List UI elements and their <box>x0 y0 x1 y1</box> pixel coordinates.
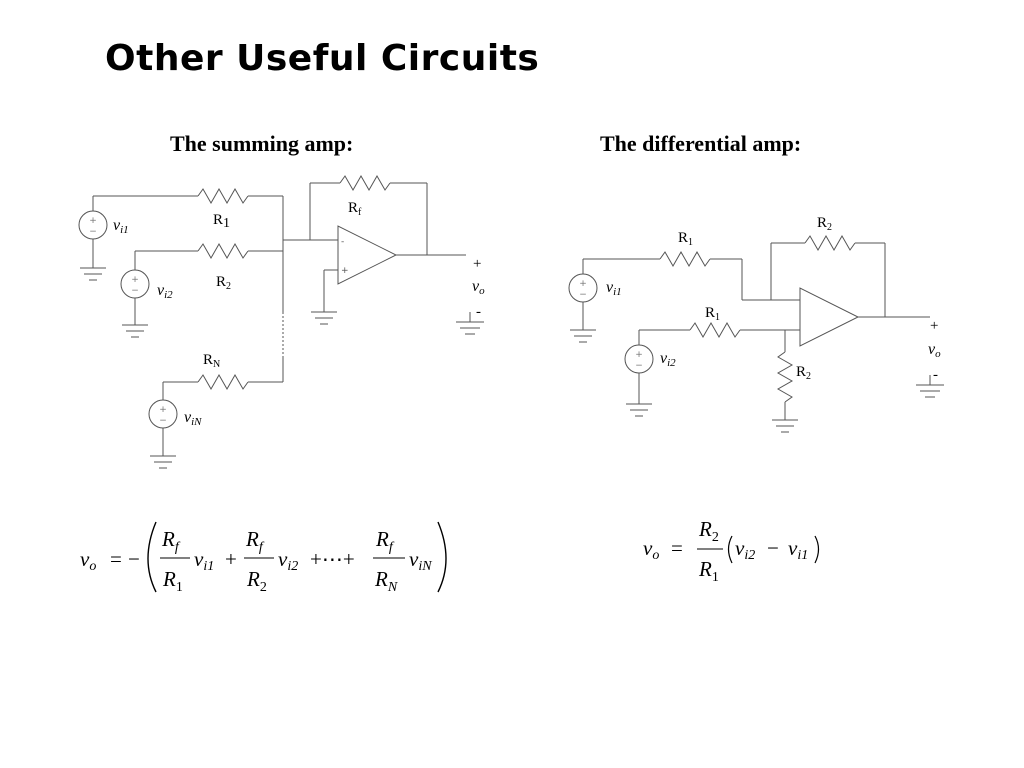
svg-text:−: − <box>635 361 643 371</box>
differential-opamp <box>799 287 860 347</box>
svg-text:+: + <box>159 405 167 415</box>
summing-label-viN: viN <box>184 409 202 428</box>
differential-amp-heading: The differential amp: <box>600 131 802 156</box>
differential-resistor-r1-bottom <box>689 321 741 339</box>
summing-amp-circuit <box>78 174 484 469</box>
summing-eq-t1-den: R1 <box>162 567 183 595</box>
summing-eq-t3-num: Rf <box>375 527 395 555</box>
differential-source-vi1 <box>568 259 598 343</box>
summing-label-rf: Rf <box>348 200 362 218</box>
differential-resistor-r1-top <box>659 250 711 268</box>
differential-eq-lhs: vo <box>643 536 659 563</box>
summing-source-vi1 <box>78 196 108 281</box>
summing-output-minus: - <box>476 304 481 320</box>
svg-text:−: − <box>159 416 167 426</box>
differential-label-r1-top: R1 <box>678 230 693 248</box>
summing-eq-t2-v: vi2 <box>278 547 298 574</box>
summing-opamp <box>337 225 398 285</box>
summing-eq-dots: +⋯+ <box>310 547 355 571</box>
differential-eq-a: vi2 <box>735 536 755 563</box>
differential-label-vi1: vi1 <box>606 279 622 298</box>
summing-eq-t2-den: R2 <box>246 567 267 595</box>
differential-eq-equals: = <box>671 536 683 560</box>
summing-eq-lhs: vo <box>80 547 96 574</box>
differential-eq-den: R1 <box>698 557 719 585</box>
summing-resistor-rn <box>197 373 249 391</box>
svg-text:+: + <box>579 279 587 289</box>
differential-eq-num: R2 <box>698 517 719 545</box>
summing-output-plus: + <box>473 256 481 272</box>
summing-eq-plus1: + <box>225 547 237 571</box>
summing-equation: vo = − Rf R1 vi1 + Rf R2 vi2 +⋯+ Rf RN v… <box>80 521 447 595</box>
differential-output-vo: vo <box>928 341 941 360</box>
summing-output-vo: vo <box>472 278 485 297</box>
slide-title: Other Useful Circuits <box>105 38 540 79</box>
summing-resistor-r2 <box>197 242 249 260</box>
summing-eq-t3-v: viN <box>409 547 432 574</box>
summing-eq-t1-num: Rf <box>161 527 181 555</box>
svg-text:−: − <box>131 286 139 296</box>
differential-output-plus: + <box>930 318 938 334</box>
svg-text:−: − <box>89 227 97 237</box>
differential-resistor-r2-bottom <box>776 351 794 403</box>
summing-opamp-plus: + <box>341 266 349 276</box>
summing-resistor-rf <box>339 174 391 192</box>
differential-eq-minus: − <box>767 536 779 560</box>
svg-text:−: − <box>579 290 587 300</box>
svg-text:+: + <box>131 275 139 285</box>
summing-label-r2: R2 <box>216 274 231 292</box>
svg-text:+: + <box>635 350 643 360</box>
summing-source-viN <box>148 382 178 469</box>
differential-resistor-r2-top <box>804 234 856 252</box>
summing-eq-t1-v: vi1 <box>194 547 214 574</box>
differential-equation: vo = R2 R1 vi2 − vi1 <box>643 517 820 585</box>
summing-eq-t2-num: Rf <box>245 527 265 555</box>
differential-label-r2-bottom: R2 <box>796 364 811 382</box>
summing-eq-t3-den: RN <box>374 567 398 595</box>
summing-source-vi2 <box>120 251 150 338</box>
summing-resistor-r1 <box>197 187 249 205</box>
differential-amp-circuit <box>568 234 944 433</box>
summing-label-vi2: vi2 <box>157 282 173 301</box>
summing-opamp-minus: - <box>341 237 344 247</box>
differential-label-r2-top: R2 <box>817 215 832 233</box>
summing-label-r1: R1 <box>213 212 230 231</box>
summing-label-rn: RN <box>203 352 220 370</box>
summing-label-vi1: vi1 <box>113 217 129 236</box>
differential-label-vi2: vi2 <box>660 350 676 369</box>
summing-eq-negate: − <box>128 547 140 571</box>
differential-eq-b: vi1 <box>788 536 808 563</box>
differential-output-minus: - <box>933 367 938 383</box>
svg-text:+: + <box>89 216 97 226</box>
summing-eq-equals: = <box>110 547 122 571</box>
differential-label-r1-bottom: R1 <box>705 305 720 323</box>
summing-amp-heading: The summing amp: <box>170 131 354 156</box>
differential-source-vi2 <box>624 330 654 417</box>
